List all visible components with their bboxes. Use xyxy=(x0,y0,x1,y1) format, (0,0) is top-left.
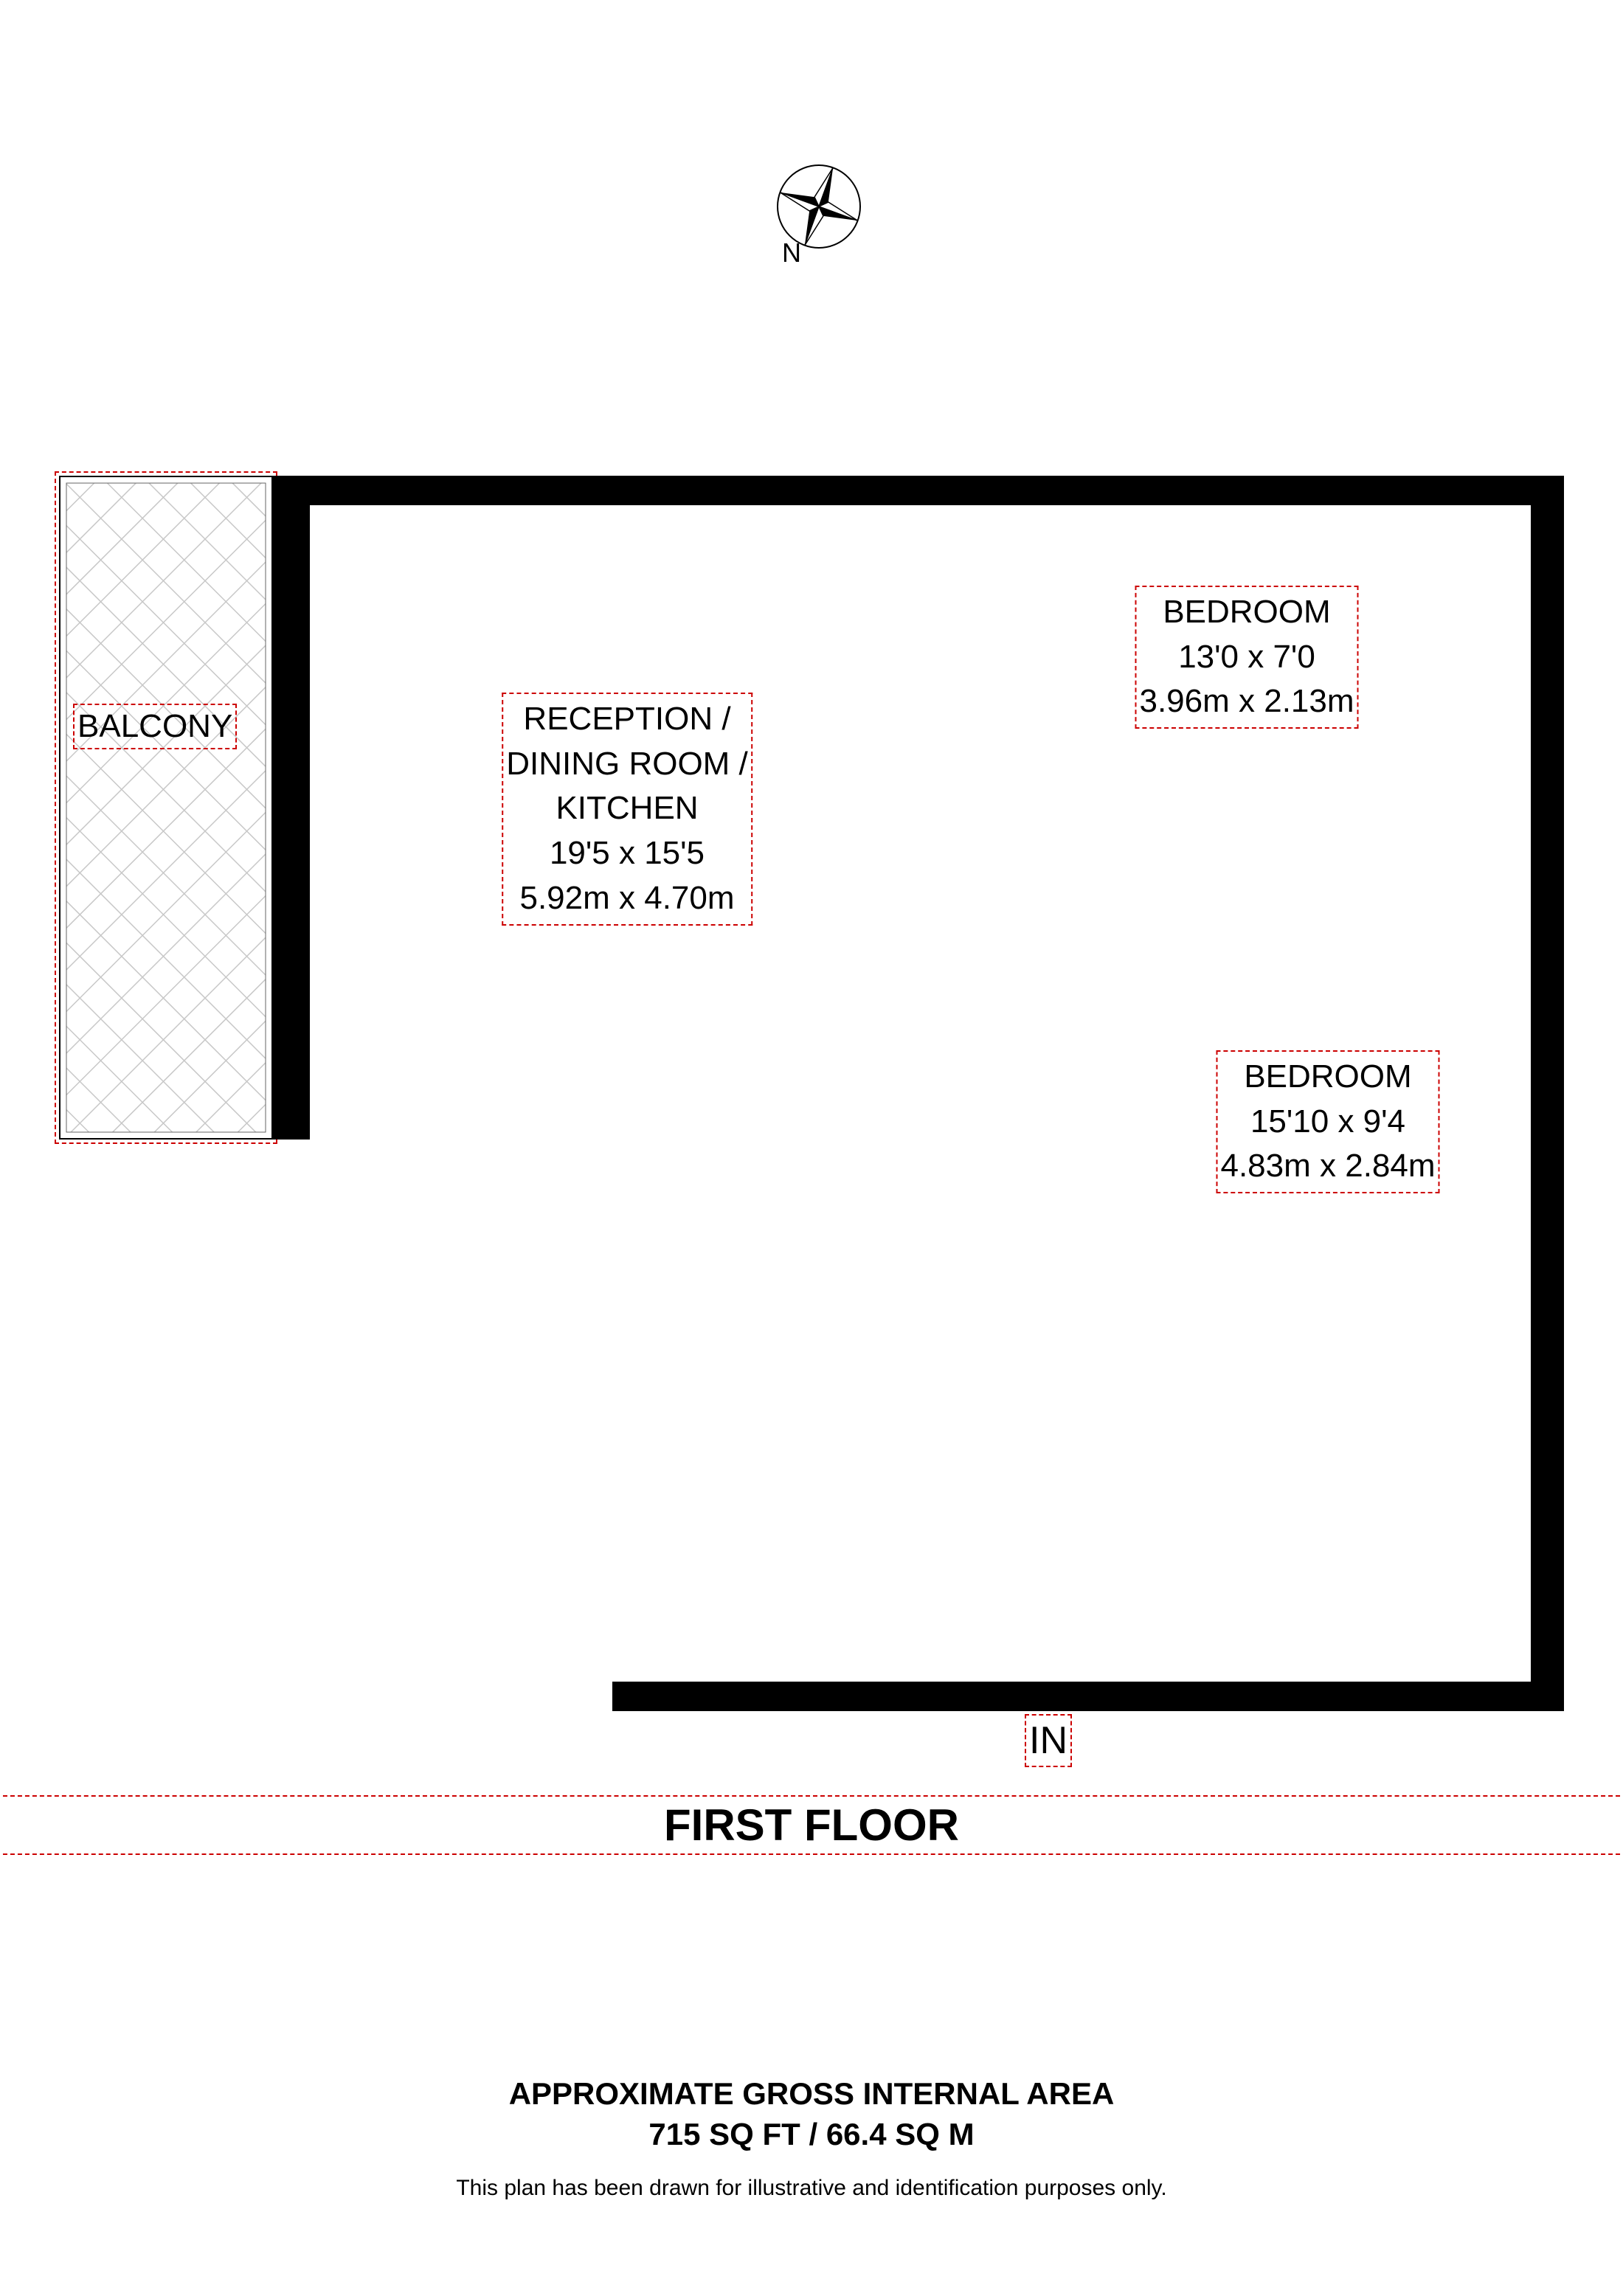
wall-north xyxy=(273,476,1564,505)
room-label-balcony: BALCONY xyxy=(72,704,238,749)
footer-area-heading: APPROXIMATE GROSS INTERNAL AREA xyxy=(508,2076,1115,2111)
balcony-area xyxy=(55,471,277,1144)
wall-west xyxy=(273,476,310,1140)
footer-disclaimer: This plan has been drawn for illustrativ… xyxy=(456,2176,1167,2200)
compass-north-label: N xyxy=(782,237,801,268)
floor-title: FIRST FLOOR xyxy=(0,1795,1623,1855)
wall-east xyxy=(1531,476,1564,1711)
footer-area-value: 715 SQ FT / 66.4 SQ M xyxy=(648,2117,975,2151)
compass-rose-icon xyxy=(777,164,861,249)
entrance-label: IN xyxy=(1025,1714,1072,1767)
wall-south xyxy=(612,1682,1564,1711)
